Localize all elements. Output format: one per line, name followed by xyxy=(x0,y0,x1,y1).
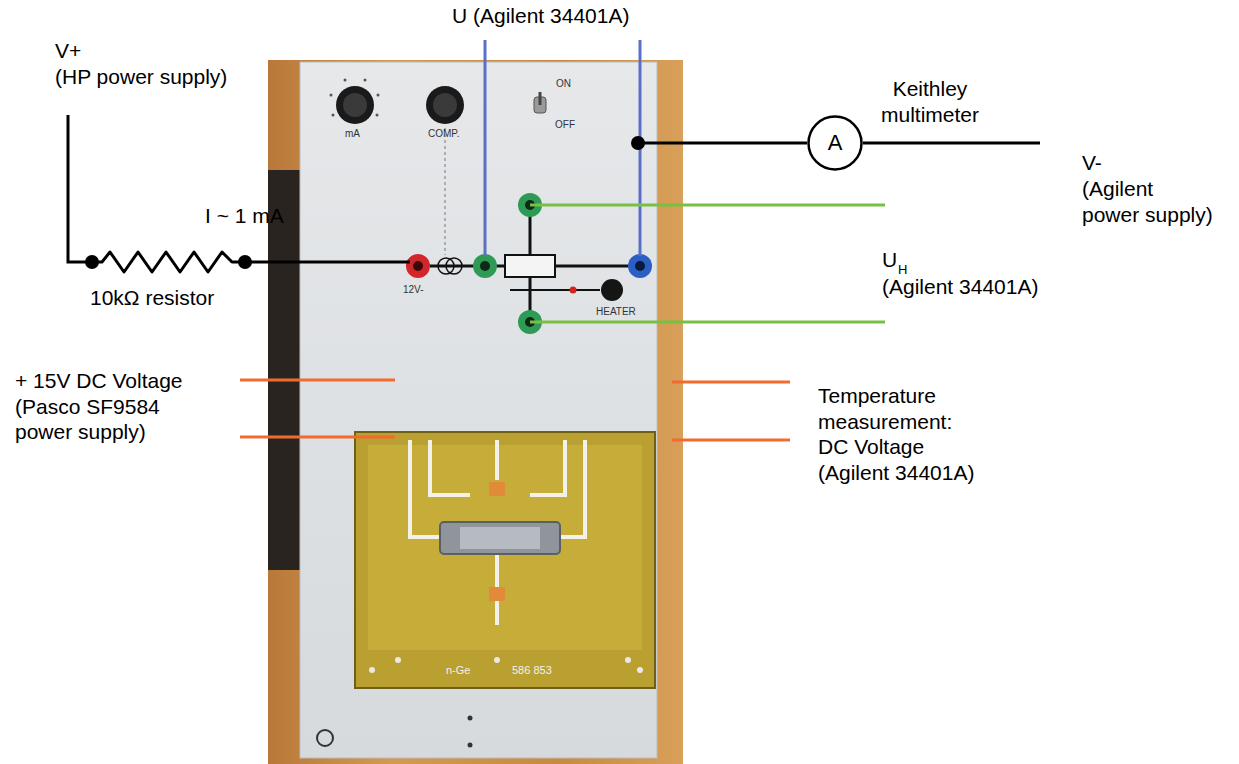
wood-background xyxy=(268,60,683,764)
meter-symbol: A xyxy=(828,130,843,156)
supply-wiring xyxy=(68,115,1040,272)
base-unit-panel xyxy=(300,62,657,758)
meter-label: U (Agilent 34401A) xyxy=(452,3,629,29)
meter-label: Temperature measurement: DC Voltage (Agi… xyxy=(818,383,981,485)
resistor-symbol xyxy=(92,252,245,272)
supply-label: + 15V DC Voltage (Pasco SF9584 power sup… xyxy=(15,368,207,445)
current-knob xyxy=(336,86,374,124)
panel-marking: HEATER xyxy=(596,306,636,318)
panel-marking: COMP. xyxy=(428,128,460,140)
supply-label: (HP power supply) xyxy=(55,64,227,90)
meter-label: (Agilent 34401A) xyxy=(882,274,1038,300)
panel-marking: OFF xyxy=(555,119,575,131)
panel-marking: 12V- xyxy=(403,284,424,296)
heater-button xyxy=(601,279,623,301)
sample-symbol xyxy=(505,255,555,277)
current-label: I ~ 1 mA xyxy=(205,203,284,229)
voltage-symbol: U xyxy=(882,247,897,273)
resistor-label: 10kΩ resistor xyxy=(90,285,214,311)
comp-knob xyxy=(426,86,464,124)
blue-leads xyxy=(485,40,640,256)
panel-marking: mA xyxy=(345,128,360,140)
green-leads xyxy=(530,205,885,322)
panel-marking: ON xyxy=(556,78,571,90)
supply-label: (Agilent power supply) xyxy=(1082,176,1215,227)
board-marking: 586 853 xyxy=(512,664,552,677)
meter-label: Keithley multimeter xyxy=(868,76,992,127)
terminal-label: V+ xyxy=(55,38,81,64)
hall-sample-board xyxy=(355,432,655,688)
terminals xyxy=(406,193,652,334)
ge-crystal xyxy=(440,522,560,554)
board-marking: n-Ge xyxy=(446,664,470,677)
orange-leads xyxy=(240,380,790,440)
ammeter-circle: A xyxy=(807,115,863,171)
dark-cloth xyxy=(268,170,302,570)
terminal-label: V- xyxy=(1082,150,1102,176)
junction-dots xyxy=(85,136,645,269)
